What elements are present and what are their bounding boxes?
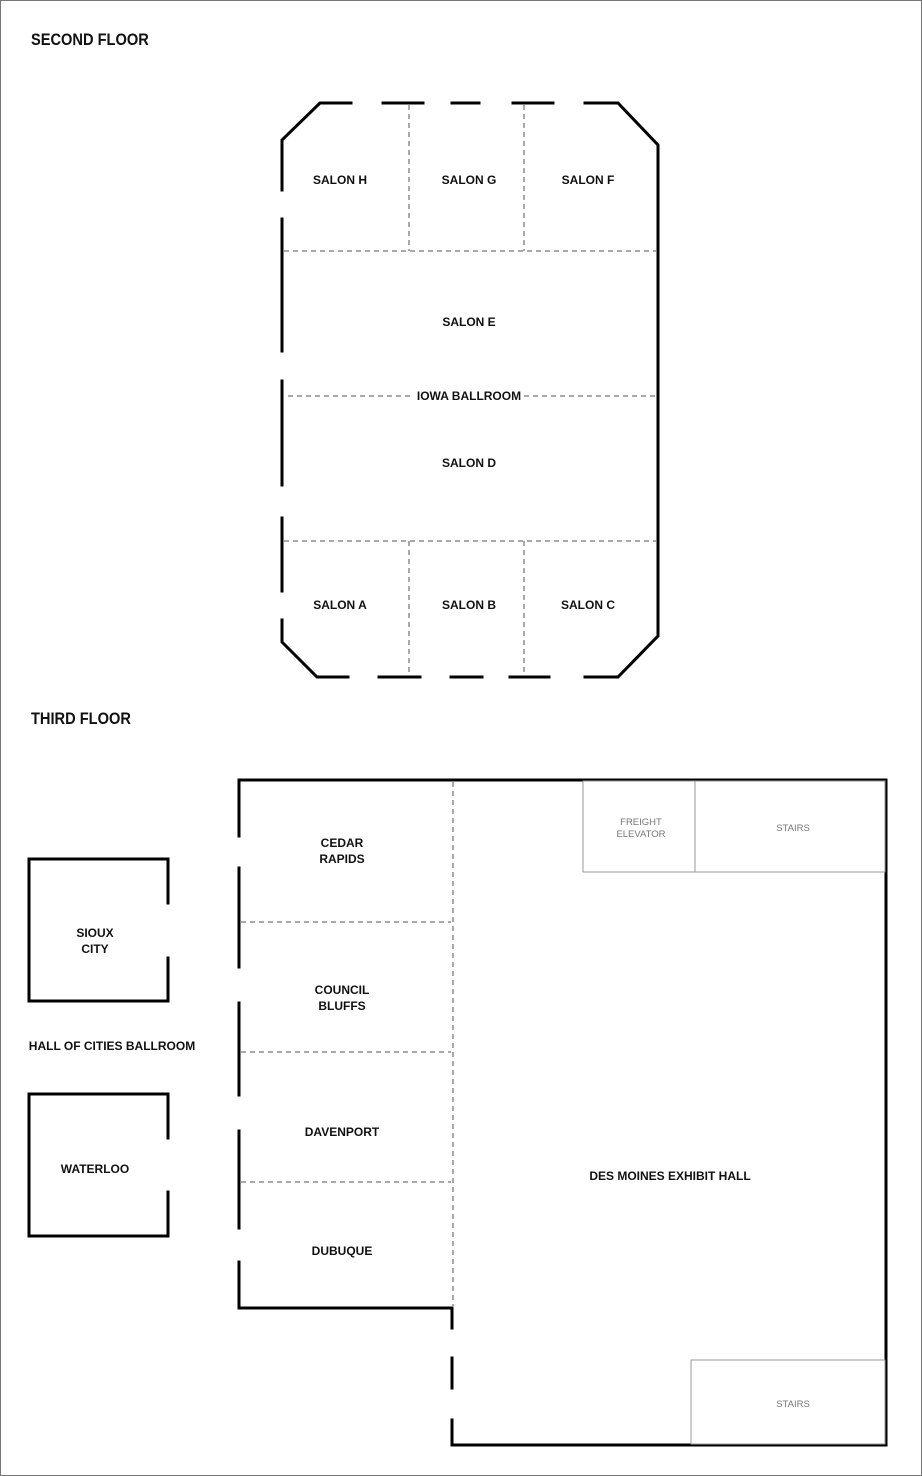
stairs-bottom-label: STAIRS — [776, 1399, 810, 1410]
room-salon-g[interactable]: SALON G — [442, 173, 497, 187]
ballroom-label-iowa: IOWA BALLROOM — [417, 389, 521, 403]
room-salon-e[interactable]: SALON E — [442, 315, 495, 329]
room-salon-b[interactable]: SALON B — [442, 598, 496, 612]
room-dubuque[interactable]: DUBUQUE — [312, 1244, 373, 1258]
room-cedar-rapids-line1[interactable]: CEDAR — [321, 836, 364, 850]
room-cedar-rapids-line2[interactable]: RAPIDS — [319, 852, 364, 866]
room-salon-a[interactable]: SALON A — [313, 598, 367, 612]
stairs-top-label: STAIRS — [776, 823, 810, 834]
room-sioux-city-line2[interactable]: CITY — [81, 942, 108, 956]
freight-elevator-label-line2: ELEVATOR — [616, 829, 665, 840]
ballroom-label-hall-of-cities: HALL OF CITIES BALLROOM — [29, 1039, 195, 1053]
room-des-moines-exhibit-hall[interactable]: DES MOINES EXHIBIT HALL — [589, 1169, 750, 1183]
room-salon-c[interactable]: SALON C — [561, 598, 615, 612]
third-floor-title: THIRD FLOOR — [31, 709, 131, 728]
second-floor-title: SECOND FLOOR — [31, 30, 149, 49]
stairs-bottom-box — [690, 1359, 886, 1445]
iowa-ballroom-plan: SALON H SALON G SALON F SALON E IOWA BAL… — [280, 101, 660, 679]
room-council-bluffs-line1[interactable]: COUNCIL — [315, 983, 370, 997]
room-council-bluffs-line2[interactable]: BLUFFS — [318, 999, 365, 1013]
freight-elevator-label-line1: FREIGHT — [620, 817, 662, 828]
room-sioux-city-line1[interactable]: SIOUX — [76, 926, 113, 940]
stairs-top-box — [694, 780, 886, 873]
room-salon-h[interactable]: SALON H — [313, 173, 367, 187]
room-salon-f[interactable]: SALON F — [562, 173, 615, 187]
room-davenport[interactable]: DAVENPORT — [305, 1125, 380, 1139]
room-salon-d[interactable]: SALON D — [442, 456, 496, 470]
third-floor-plan: SIOUX CITY HALL OF CITIES BALLROOM WATER… — [27, 778, 888, 1447]
room-waterloo[interactable]: WATERLOO — [61, 1162, 129, 1176]
